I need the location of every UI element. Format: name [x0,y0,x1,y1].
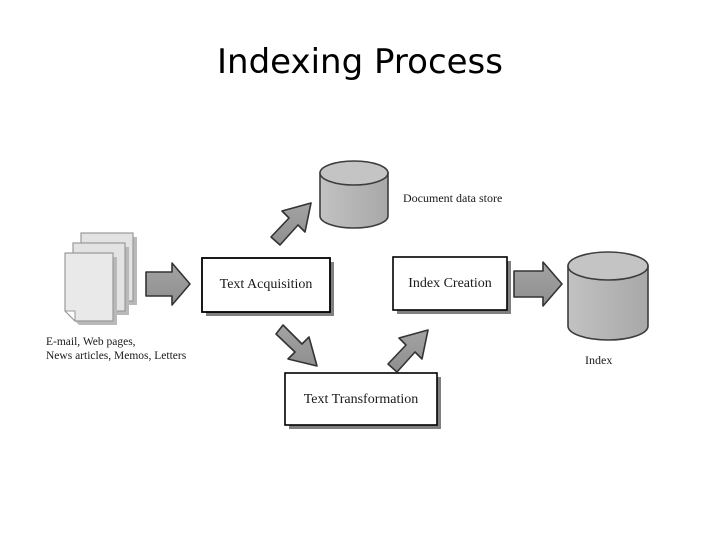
process-box-index-creation[interactable] [392,256,511,314]
process-label-text-acquisition: Text Acquisition [219,277,313,292]
annotation-document-data-store: Document data store [403,191,503,205]
annotation-source-line-2: News articles, Memos, Letters [46,350,187,362]
process-label-index-creation: Index Creation [408,276,492,291]
source-documents-stack [64,232,137,325]
page-title: Indexing Process [217,42,503,82]
cylinder-document-data-store [319,160,389,229]
arrow-documents-to-text-acquisition [145,262,191,306]
process-label-text-transformation: Text Transformation [303,392,419,407]
annotation-source-line-1: E-mail, Web pages, [46,336,136,348]
annotation-source-documents: E-mail, Web pages, News articles, Memos,… [46,335,186,363]
arrow-text-acquisition-to-text-transformation [275,324,318,367]
annotation-index: Index [585,353,613,367]
arrow-text-acquisition-to-data-store [270,202,312,246]
process-box-text-transformation[interactable] [284,372,441,429]
arrow-index-creation-to-index [513,261,563,307]
cylinder-index-store [567,251,649,341]
arrow-text-transformation-to-index-creation [387,329,429,373]
process-box-text-acquisition[interactable] [201,257,334,316]
